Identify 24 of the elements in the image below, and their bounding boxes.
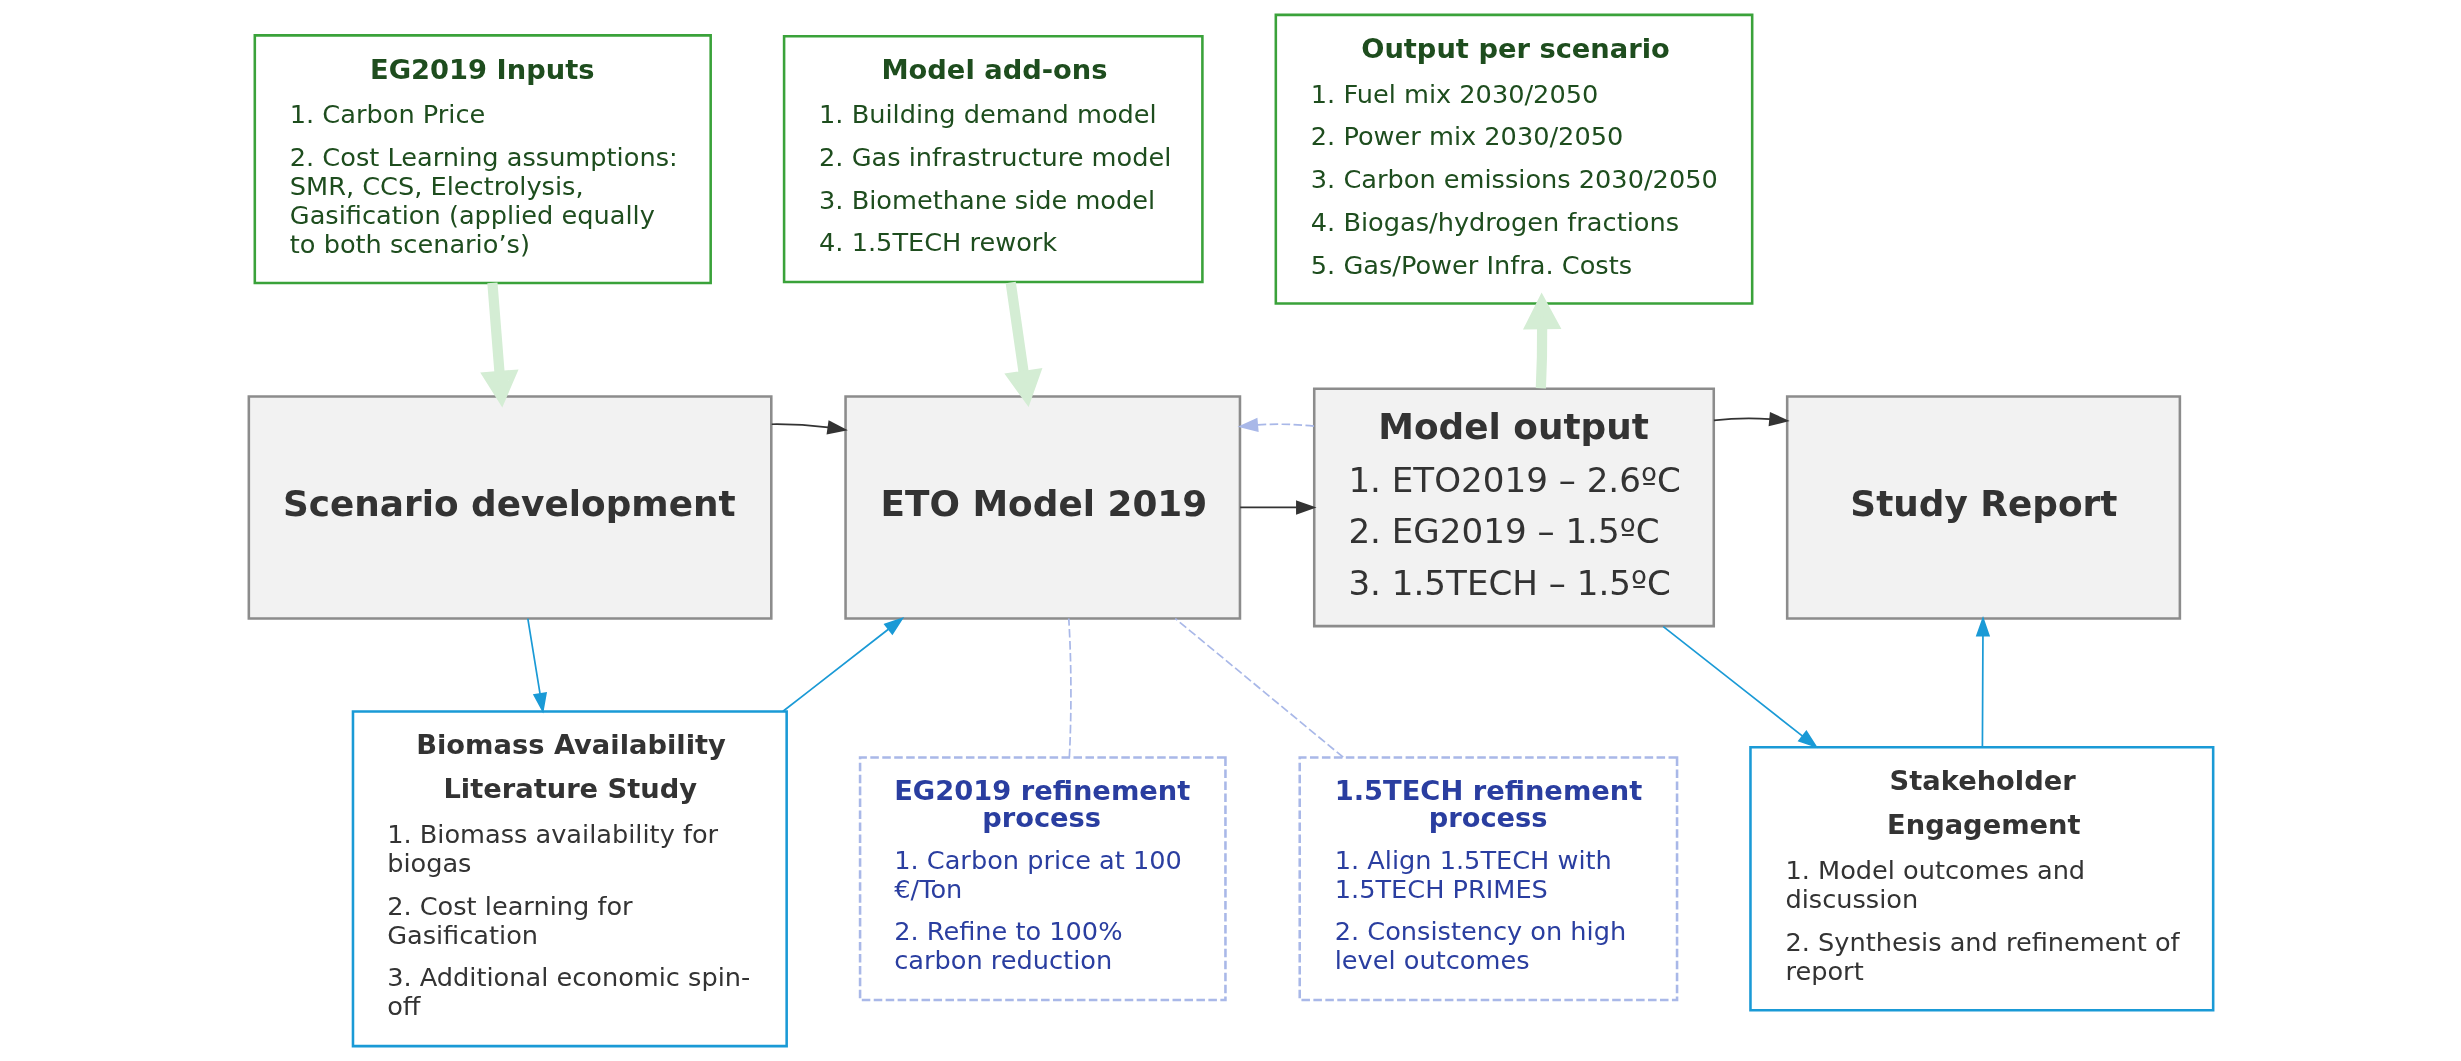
node-box: Output per scenario 1. Fuel mix 2030/2050 2. Power mix 2030/2050 3. Carbon emissions 2030/2050 4. Biogas/hydrogen fractions 5. Gas/Power Infra. Costs [1274, 13, 1753, 305]
node-box: EG2019 Inputs 1. Carbon Price 2. Cost Learning assumptions: SMR, CCS, Electrolysis, Gasification (applied equally to both scenario’s) [253, 34, 712, 285]
node-box: ETO Model 2019 [843, 395, 1241, 620]
node-box: Model add-ons 1. Building demand model 2. Gas infrastructure model 3. Biomethane side model 4. 1.5TECH rework [782, 34, 1204, 284]
arrow [770, 420, 848, 435]
node-box: 1.5TECH refinement process 1. Align 1.5TECH with 1.5TECH PRIMES 2. Consistency on high level outcomes [1297, 756, 1678, 1002]
arrow [1712, 411, 1790, 427]
node-box: Stakeholder Engagement 1. Model outcomes and discussion 2. Synthesis and refinement of report [1748, 746, 2214, 1012]
arrow [1975, 615, 1990, 748]
arrow [1238, 500, 1317, 515]
node-box: Study Report [1785, 395, 2181, 620]
connector [1067, 617, 1072, 759]
arrow [1522, 292, 1561, 389]
arrow [781, 616, 904, 713]
node-box: Biomass Availability Literature Study 1. Biomass availability for biogas 2. Cost learning for Gasification 3. Additional economic spin-off [351, 710, 788, 1048]
node-box: Scenario development [247, 395, 773, 620]
node-box: EG2019 refinement process 1. Carbon price at 100 €/Ton 2. Refine to 100% carbon reduction [858, 756, 1227, 1002]
arrow [479, 282, 519, 408]
arrow [1661, 625, 1818, 749]
arrow [526, 617, 547, 714]
arrow [1237, 417, 1315, 432]
arrow [1003, 281, 1042, 408]
node-box: Model output 1. ETO2019 – 2.6ºC 2. EG2019 – 1.5ºC 3. 1.5TECH – 1.5ºC [1312, 387, 1715, 628]
connector [1173, 617, 1344, 759]
